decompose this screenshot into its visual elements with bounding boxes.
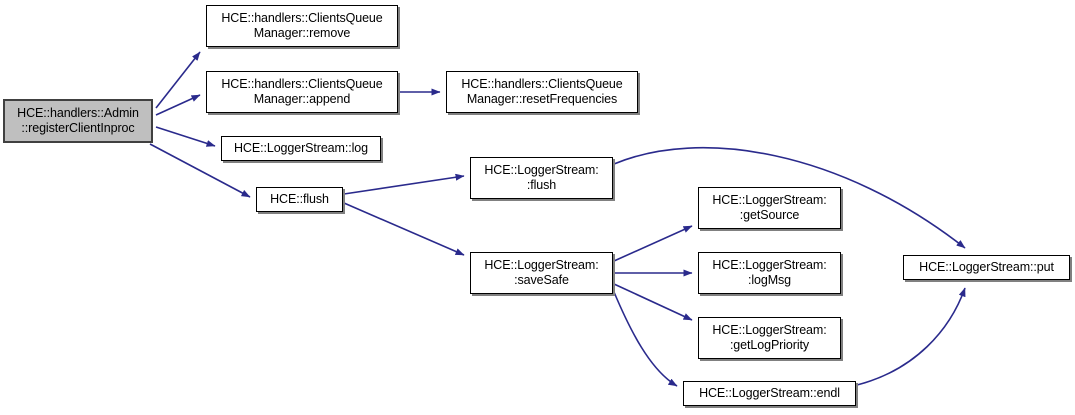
edge-flush-to-loggerFlush bbox=[343, 173, 465, 195]
node-remove[interactable]: HCE::handlers::ClientsQueue Manager::rem… bbox=[206, 5, 398, 47]
node-put[interactable]: HCE::LoggerStream::put bbox=[903, 255, 1070, 280]
edge-flush-to-saveSafe bbox=[343, 202, 465, 256]
node-label-loggerFlush: HCE::LoggerStream: :flush bbox=[484, 163, 599, 192]
node-label-saveSafe: HCE::LoggerStream: :saveSafe bbox=[484, 258, 599, 287]
node-root[interactable]: HCE::handlers::Admin ::registerClientInp… bbox=[3, 99, 153, 143]
edge-saveSafe-to-getSource bbox=[613, 225, 693, 262]
node-label-endl: HCE::LoggerStream::endl bbox=[699, 386, 840, 400]
edge-endl-to-put bbox=[856, 287, 966, 386]
edge-root-to-remove bbox=[155, 51, 201, 109]
node-label-root: HCE::handlers::Admin ::registerClientInp… bbox=[17, 106, 139, 135]
node-label-remove: HCE::handlers::ClientsQueue Manager::rem… bbox=[221, 11, 383, 40]
node-label-logMsg: HCE::LoggerStream: :logMsg bbox=[712, 258, 827, 287]
node-getLogPriority[interactable]: HCE::LoggerStream: :getLogPriority bbox=[698, 317, 841, 359]
node-getSource[interactable]: HCE::LoggerStream: :getSource bbox=[698, 187, 841, 229]
node-label-resetFrequencies: HCE::handlers::ClientsQueue Manager::res… bbox=[461, 77, 623, 106]
node-flush[interactable]: HCE::flush bbox=[256, 187, 343, 212]
node-logMsg[interactable]: HCE::LoggerStream: :logMsg bbox=[698, 252, 841, 294]
node-append[interactable]: HCE::handlers::ClientsQueue Manager::app… bbox=[206, 71, 398, 113]
node-saveSafe[interactable]: HCE::LoggerStream: :saveSafe bbox=[470, 252, 613, 294]
node-loggerFlush[interactable]: HCE::LoggerStream: :flush bbox=[470, 157, 613, 199]
node-label-getLogPriority: HCE::LoggerStream: :getLogPriority bbox=[712, 323, 827, 352]
node-label-log: HCE::LoggerStream::log bbox=[234, 141, 368, 155]
node-log[interactable]: HCE::LoggerStream::log bbox=[221, 136, 381, 161]
node-label-append: HCE::handlers::ClientsQueue Manager::app… bbox=[221, 77, 383, 106]
node-label-put: HCE::LoggerStream::put bbox=[919, 260, 1054, 274]
node-label-flush: HCE::flush bbox=[270, 192, 329, 206]
edge-root-to-append bbox=[155, 94, 201, 116]
node-label-getSource: HCE::LoggerStream: :getSource bbox=[712, 193, 827, 222]
node-resetFrequencies[interactable]: HCE::handlers::ClientsQueue Manager::res… bbox=[446, 71, 638, 113]
edge-saveSafe-to-getLogPriority bbox=[613, 283, 693, 321]
edge-saveSafe-to-endl bbox=[613, 291, 678, 387]
edge-root-to-log bbox=[155, 126, 216, 147]
node-endl[interactable]: HCE::LoggerStream::endl bbox=[683, 381, 856, 406]
